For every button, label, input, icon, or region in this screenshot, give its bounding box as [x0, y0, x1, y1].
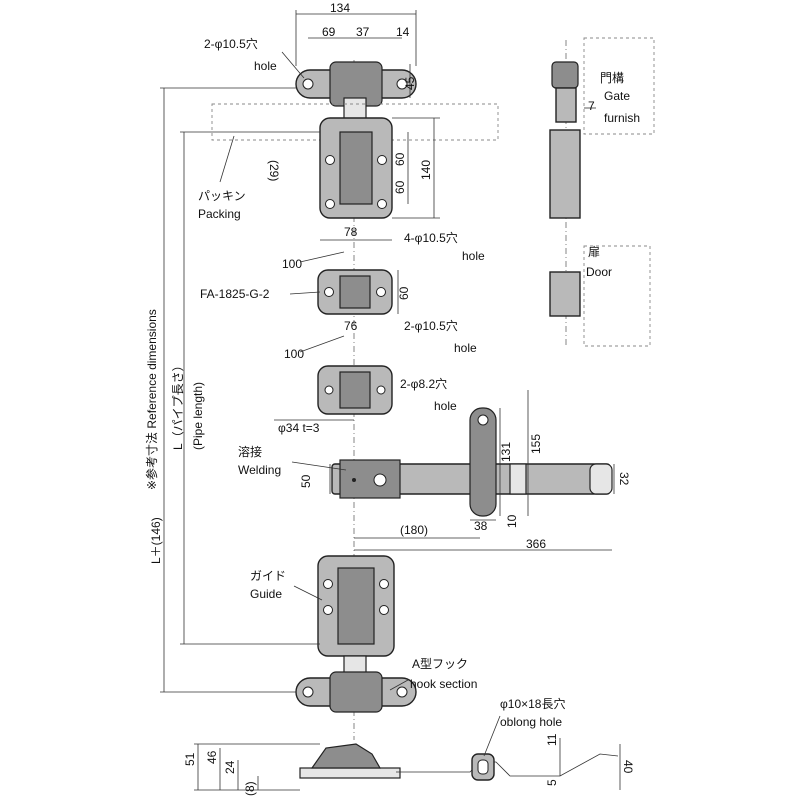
label-guide-en: Guide	[250, 587, 282, 601]
top-hole-right	[396, 78, 408, 90]
dim-60a: 60	[393, 152, 407, 166]
top-hook-bracket	[295, 61, 417, 121]
dim-50: 50	[299, 474, 313, 488]
top-stem	[343, 97, 367, 121]
dim-366: 366	[526, 537, 546, 551]
dim-51: 51	[183, 752, 197, 766]
label-upper-hole: 4-φ10.5穴	[404, 230, 458, 245]
dim-8: (8)	[243, 781, 257, 796]
upper-bracket-boss	[339, 131, 373, 205]
dim-29: (29)	[267, 160, 281, 181]
side-middle-bracket	[549, 271, 581, 317]
dim-10: 10	[505, 514, 519, 528]
label-top-hole-en: hole	[254, 59, 277, 73]
small-bracket	[317, 365, 393, 415]
dim-134: 134	[330, 1, 350, 15]
dim-76: 76	[344, 319, 358, 333]
dim-60b: 60	[393, 180, 407, 194]
bottom-hook	[295, 671, 417, 713]
label-packing-en: Packing	[198, 207, 241, 221]
dim-24: 24	[223, 760, 237, 774]
label-small-hole: 2-φ8.2穴	[400, 376, 447, 391]
elev-rod	[396, 753, 619, 777]
elev-base	[299, 767, 401, 779]
label-pipe-len-jp: L（パイプ長さ）	[171, 359, 185, 450]
bottom-hinge-knuckle	[329, 671, 383, 713]
label-upper-hole-en: hole	[462, 249, 485, 263]
label-gate-en1: Gate	[604, 89, 630, 103]
label-welding-en: Welding	[238, 463, 281, 477]
label-guide-jp: ガイド	[250, 569, 286, 583]
dim-5: 5	[545, 779, 559, 786]
upper-bracket	[319, 117, 393, 219]
dim-14: 14	[396, 25, 410, 39]
dim-7: 7	[588, 99, 595, 113]
label-oblong-en: oblong hole	[500, 715, 562, 729]
label-oblong-jp: φ10×18長穴	[500, 696, 566, 711]
reference-dims	[160, 87, 320, 693]
label-part-no: FA-1825-G-2	[200, 287, 270, 301]
handle-dims	[329, 390, 615, 551]
dim-180: (180)	[400, 523, 428, 537]
side-door-frame	[583, 245, 651, 347]
label-small-hole-en: hole	[434, 399, 457, 413]
elevation-dims	[194, 738, 621, 791]
side-top-knuckle	[551, 61, 579, 89]
dim-32: 32	[617, 472, 631, 486]
label-hook-en: hook section	[410, 677, 477, 691]
label-top-hole: 2-φ10.5穴	[204, 36, 258, 51]
dim-60c: 60	[397, 286, 411, 300]
guide-bracket	[317, 555, 395, 681]
dim-131: 131	[499, 442, 513, 462]
label-gate-en2: furnish	[604, 111, 640, 125]
dim-100b: 100	[284, 347, 304, 361]
handle-lever	[469, 407, 497, 517]
top-dimensions	[295, 10, 417, 98]
handle-weld-block	[339, 459, 401, 499]
side-upper-bracket	[549, 129, 581, 219]
handle-assembly	[331, 407, 613, 517]
label-total-len: L＋(146)	[149, 517, 163, 564]
elev-hinge	[310, 743, 382, 769]
label-mid-hole-en: hole	[454, 341, 477, 355]
upper-bracket-dims	[320, 117, 440, 241]
dim-38: 38	[474, 519, 488, 533]
label-gate-jp: 門構	[600, 71, 624, 85]
side-view	[549, 37, 655, 347]
label-pipe-len-en: (Pipe length)	[191, 382, 205, 450]
dim-45: 45	[403, 76, 417, 90]
middle-bracket	[317, 269, 393, 315]
dim-11: 11	[545, 733, 559, 746]
dim-46: 46	[205, 750, 219, 764]
guide-boss	[337, 567, 375, 645]
top-hole-left	[302, 78, 314, 90]
side-gate-frame	[583, 37, 655, 135]
middle-bracket-boss	[339, 275, 371, 309]
small-bracket-boss	[339, 371, 371, 409]
label-welding-jp: 溶接	[238, 444, 262, 459]
bottom-elevation	[299, 743, 619, 781]
side-top-stem	[555, 87, 577, 123]
dim-155: 155	[529, 434, 543, 454]
dim-78: 78	[344, 225, 358, 239]
label-door-jp: 扉	[588, 245, 600, 259]
label-door-en: Door	[586, 265, 612, 279]
dim-37: 37	[356, 25, 370, 39]
label-packing-jp: パッキン	[198, 189, 246, 203]
label-pipe-dim: φ34 t=3	[278, 421, 320, 435]
dim-69: 69	[322, 25, 336, 39]
dim-140: 140	[419, 160, 433, 180]
dim-40: 40	[621, 760, 635, 774]
label-hook-jp: A型フック	[412, 657, 468, 671]
label-ref-dims: ※参考寸法 Reference dimensions	[144, 309, 159, 490]
dim-100a: 100	[282, 257, 302, 271]
label-mid-hole: 2-φ10.5穴	[404, 318, 458, 333]
